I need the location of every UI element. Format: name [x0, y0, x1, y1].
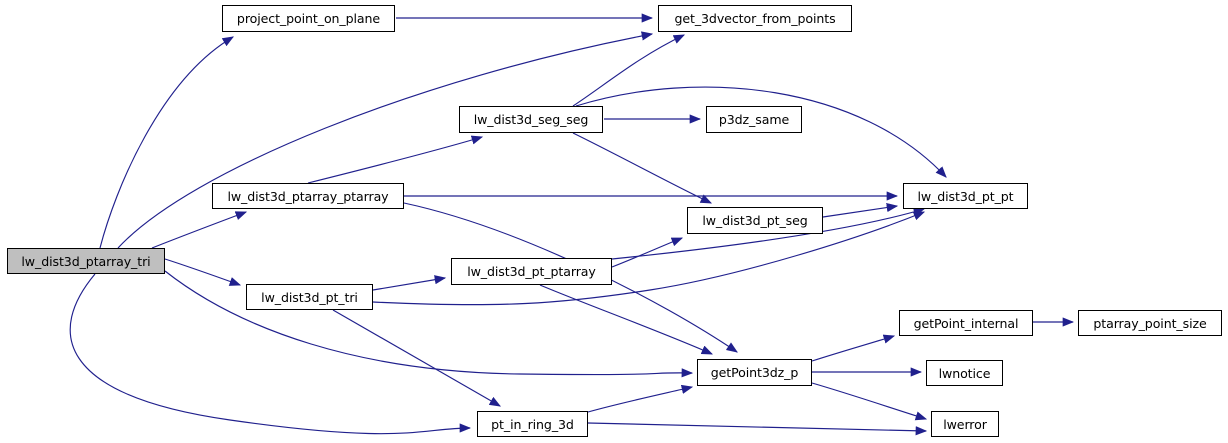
node-lw_dist3d_pt_tri[interactable]: lw_dist3d_pt_tri [246, 284, 373, 310]
edge-lw_dist3d_pt_seg-to-lw_dist3d_pt_pt [822, 202, 899, 218]
node-lw_dist3d_pt_seg[interactable]: lw_dist3d_pt_seg [687, 207, 823, 234]
node-lw_dist3d_pt_ptarray[interactable]: lw_dist3d_pt_ptarray [451, 258, 612, 285]
node-getPoint_internal[interactable]: getPoint_internal [899, 310, 1033, 336]
edge-lw_dist3d_seg_seg-to-lw_dist3d_pt_pt [575, 86, 947, 178]
edge-pt_in_ring_3d-to-lwerror [587, 422, 928, 436]
edge-lw_dist3d_seg_seg-to-lw_dist3d_pt_seg [572, 132, 713, 204]
node-lwerror[interactable]: lwerror [931, 411, 999, 437]
node-getPoint3dz_p[interactable]: getPoint3dz_p [697, 359, 812, 386]
node-lwnotice[interactable]: lwnotice [926, 360, 1003, 386]
node-get_3dvector_from_points[interactable]: get_3dvector_from_points [658, 5, 852, 32]
edge-lw_dist3d_ptarray_tri-to-project_point_on_plane [99, 36, 234, 249]
edge-getPoint3dz_p-to-getPoint_internal [811, 334, 896, 362]
edge-lw_dist3d_pt_tri-to-lw_dist3d_pt_ptarray [372, 275, 447, 291]
edge-lw_dist3d_seg_seg-to-get_3dvector_from_points [572, 34, 686, 107]
edge-lw_dist3d_pt_tri-to-lw_dist3d_pt_pt [372, 211, 926, 306]
node-ptarray_point_size[interactable]: ptarray_point_size [1078, 310, 1222, 336]
edge-lw_dist3d_pt_ptarray-to-lw_dist3d_pt_pt [611, 207, 926, 260]
node-lw_dist3d_seg_seg[interactable]: lw_dist3d_seg_seg [459, 106, 603, 133]
edge-lw_dist3d_pt_tri-to-pt_in_ring_3d [332, 309, 501, 407]
node-lw_dist3d_pt_pt[interactable]: lw_dist3d_pt_pt [903, 183, 1028, 209]
edge-getPoint3dz_p-to-lwerror [811, 382, 928, 421]
edge-lw_dist3d_pt_ptarray-to-getPoint3dz_p [539, 284, 714, 355]
node-project_point_on_plane[interactable]: project_point_on_plane [222, 5, 395, 32]
edge-lw_dist3d_ptarray_tri-to-getPoint3dz_p [164, 270, 694, 378]
edge-lw_dist3d_ptarray_tri-to-lw_dist3d_ptarray_ptarray [151, 211, 248, 249]
edge-lw_dist3d_ptarray_tri-to-lw_dist3d_pt_tri [164, 258, 242, 286]
node-pt_in_ring_3d[interactable]: pt_in_ring_3d [477, 411, 588, 437]
edge-lw_dist3d_ptarray_tri-to-pt_in_ring_3d [69, 273, 472, 435]
edge-lw_dist3d_pt_ptarray-to-lw_dist3d_pt_seg [611, 237, 684, 268]
node-lw_dist3d_ptarray_tri: lw_dist3d_ptarray_tri [7, 248, 165, 274]
node-p3dz_same[interactable]: p3dz_same [706, 106, 802, 133]
edge-lw_dist3d_ptarray_tri-to-get_3dvector_from_points [117, 31, 654, 249]
edge-pt_in_ring_3d-to-getPoint3dz_p [587, 384, 694, 413]
edge-lw_dist3d_ptarray_ptarray-to-lw_dist3d_seg_seg [307, 135, 484, 184]
node-lw_dist3d_ptarray_ptarray[interactable]: lw_dist3d_ptarray_ptarray [212, 183, 404, 209]
